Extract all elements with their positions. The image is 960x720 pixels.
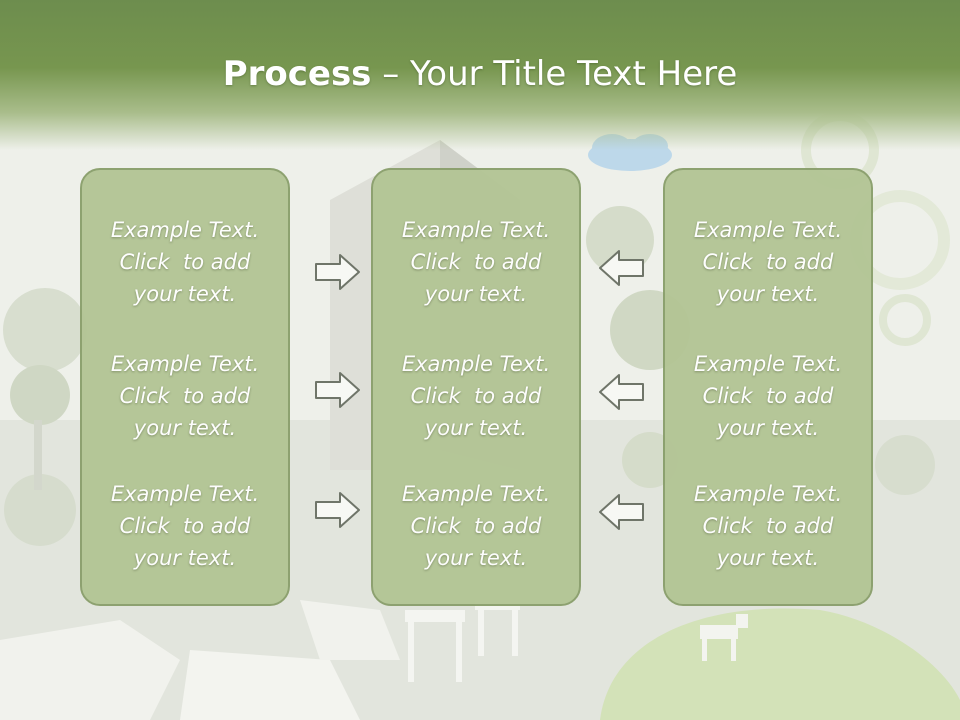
text-placeholder[interactable]: Example Text. Click to add your text. [665, 214, 871, 310]
placeholder-line: Click to add [702, 384, 834, 408]
placeholder-line: your text. [424, 282, 528, 306]
placeholder-line: Example Text. [110, 352, 260, 376]
placeholder-line: Example Text. [110, 218, 260, 242]
placeholder-line: your text. [716, 546, 820, 570]
slide-title[interactable]: Process – Your Title Text Here [0, 52, 960, 96]
placeholder-line: Click to add [410, 384, 542, 408]
text-placeholder[interactable]: Example Text. Click to add your text. [373, 478, 579, 574]
placeholder-line: your text. [424, 546, 528, 570]
arrow-left-icon [599, 374, 644, 410]
arrow-left-icon [599, 250, 644, 286]
text-placeholder[interactable]: Example Text. Click to add your text. [82, 214, 288, 310]
placeholder-line: your text. [133, 282, 237, 306]
process-panel-left: Example Text. Click to add your text. Ex… [80, 168, 290, 606]
placeholder-line: Click to add [702, 514, 834, 538]
arrow-right-icon [315, 492, 360, 528]
placeholder-line: Example Text. [693, 218, 843, 242]
placeholder-line: Click to add [410, 514, 542, 538]
placeholder-line: Click to add [119, 514, 251, 538]
process-panel-middle: Example Text. Click to add your text. Ex… [371, 168, 581, 606]
placeholder-line: Example Text. [693, 352, 843, 376]
text-placeholder[interactable]: Example Text. Click to add your text. [665, 348, 871, 444]
placeholder-line: your text. [716, 282, 820, 306]
process-panel-right: Example Text. Click to add your text. Ex… [663, 168, 873, 606]
title-bold: Process [222, 54, 372, 94]
text-placeholder[interactable]: Example Text. Click to add your text. [665, 478, 871, 574]
placeholder-line: Click to add [702, 250, 834, 274]
text-placeholder[interactable]: Example Text. Click to add your text. [82, 348, 288, 444]
placeholder-line: your text. [424, 416, 528, 440]
arrow-right-icon [315, 372, 360, 408]
placeholder-line: Click to add [119, 250, 251, 274]
placeholder-line: Click to add [410, 250, 542, 274]
placeholder-line: your text. [716, 416, 820, 440]
text-placeholder[interactable]: Example Text. Click to add your text. [373, 348, 579, 444]
arrow-right-icon [315, 254, 360, 290]
title-rest: – Your Title Text Here [371, 54, 738, 94]
placeholder-line: Example Text. [401, 218, 551, 242]
placeholder-line: Click to add [119, 384, 251, 408]
placeholder-line: Example Text. [401, 482, 551, 506]
placeholder-line: Example Text. [693, 482, 843, 506]
placeholder-line: your text. [133, 416, 237, 440]
placeholder-line: your text. [133, 546, 237, 570]
title-bar: Process – Your Title Text Here [0, 0, 960, 150]
text-placeholder[interactable]: Example Text. Click to add your text. [82, 478, 288, 574]
placeholder-line: Example Text. [110, 482, 260, 506]
arrow-left-icon [599, 494, 644, 530]
placeholder-line: Example Text. [401, 352, 551, 376]
text-placeholder[interactable]: Example Text. Click to add your text. [373, 214, 579, 310]
